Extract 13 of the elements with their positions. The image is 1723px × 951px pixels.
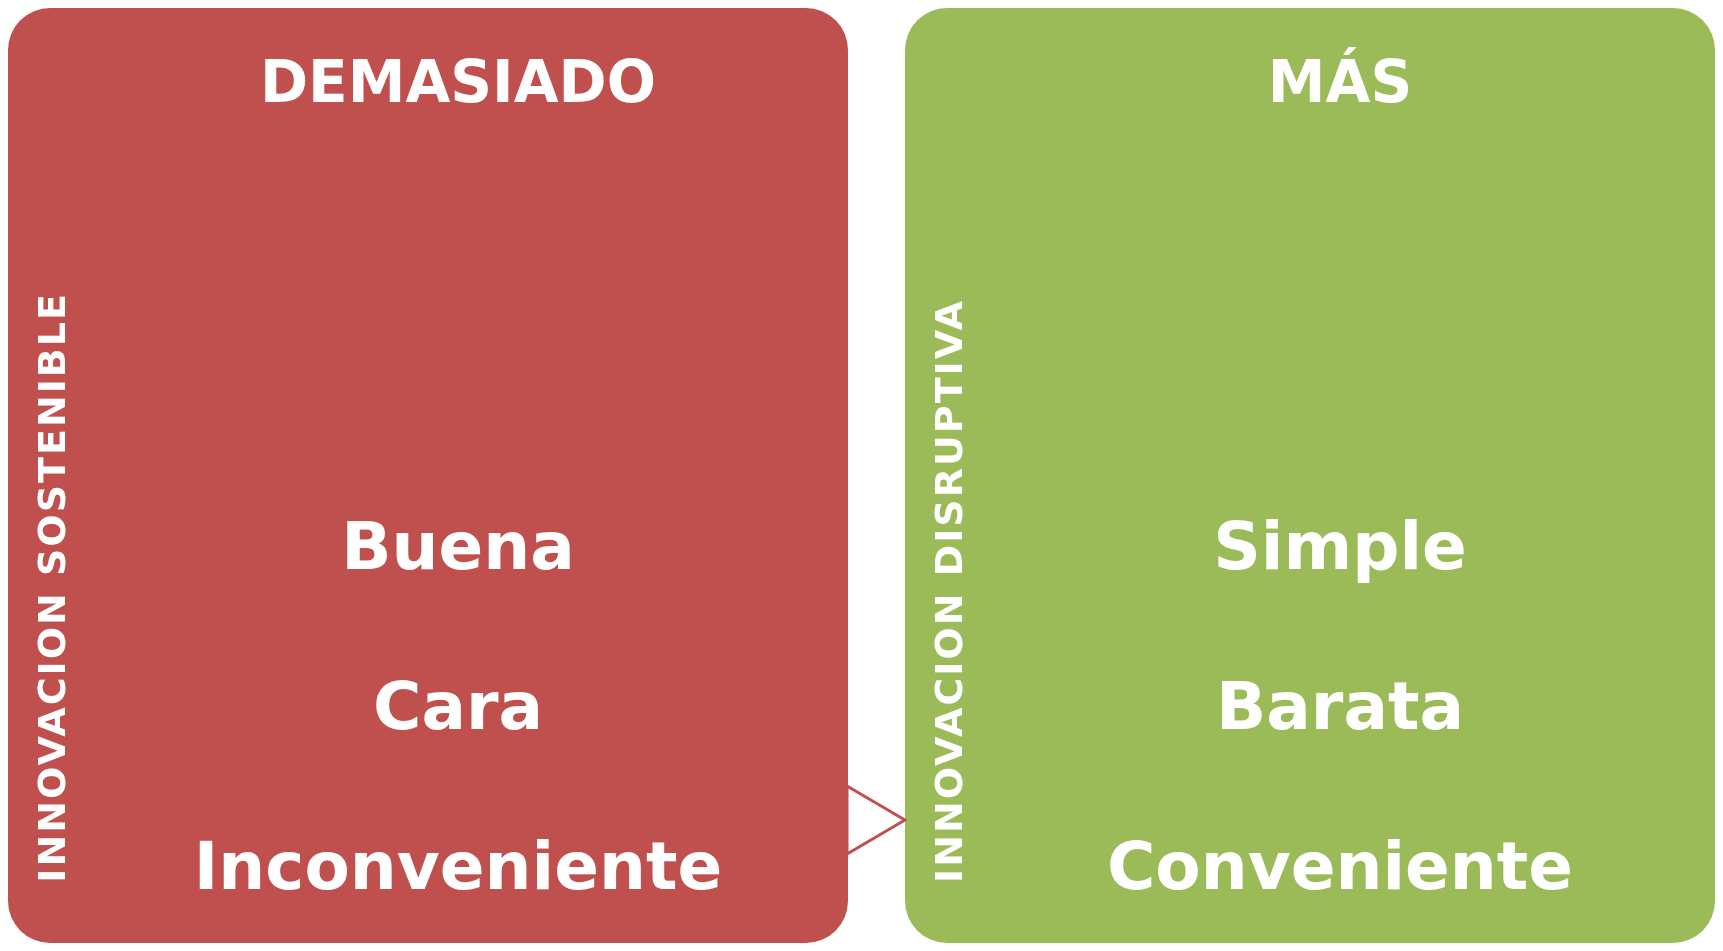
attribute-text: Barata <box>1215 668 1465 745</box>
attribute-text: Inconveniente <box>192 828 724 905</box>
attribute-text: Conveniente <box>1105 828 1575 905</box>
vertical-heading: INNOVACION DISRUPTIVA <box>927 299 971 883</box>
vertical-heading: INNOVACION SOSTENIBLE <box>30 292 74 883</box>
category-panel <box>8 8 848 943</box>
category-panel <box>905 8 1715 943</box>
panel-heading: DEMASIADO <box>258 48 658 116</box>
arrow <box>845 784 907 856</box>
panel-heading: MÁS <box>1266 48 1414 116</box>
attribute-text: Cara <box>371 668 545 745</box>
attribute-text: Buena <box>340 508 576 585</box>
attribute-text: Simple <box>1212 508 1468 585</box>
